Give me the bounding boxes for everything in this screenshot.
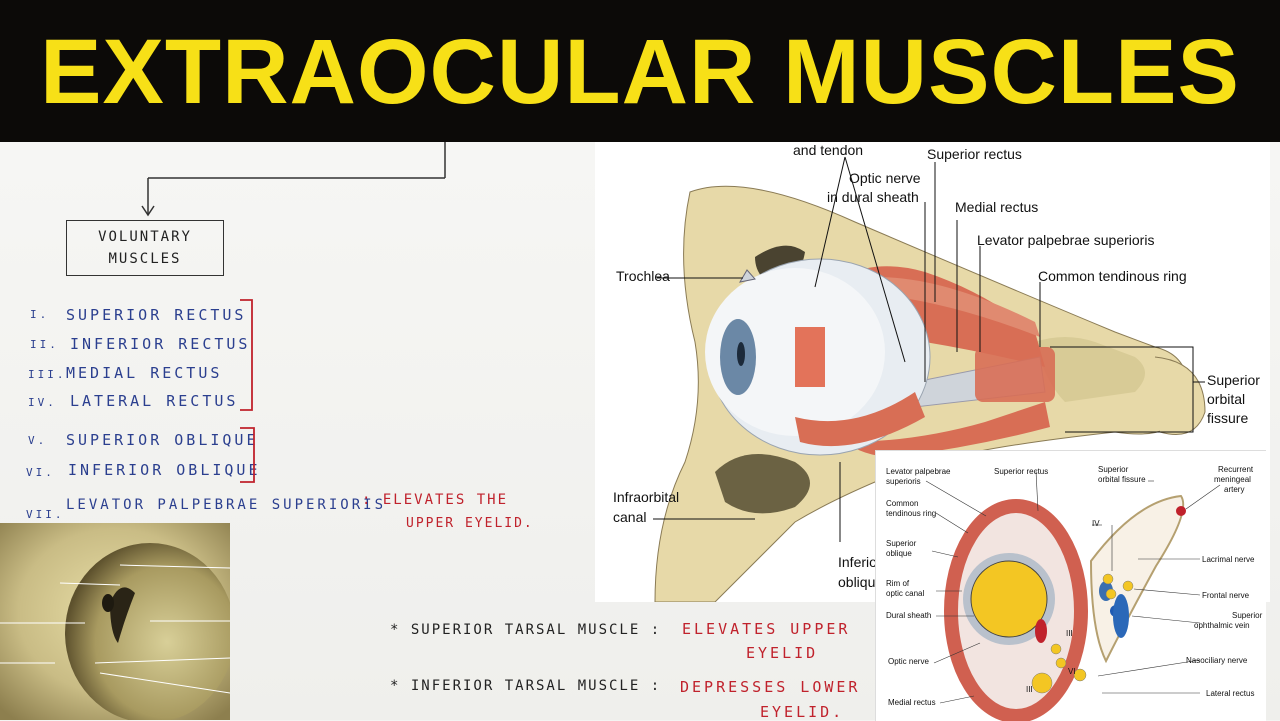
orbit-apex-illustration [925, 470, 1221, 721]
muscle-inferior-oblique: INFERIOR OBLIQUE [68, 461, 261, 479]
muscle-levator-palpebrae: LEVATOR PALPEBRAE SUPERIORIS [66, 497, 387, 513]
inset-label-sup-fissure-line2: orbital fissure [1098, 475, 1146, 484]
superior-tarsal-action-line2: EYELID [746, 644, 819, 662]
inset-label-medial: Medial rectus [888, 698, 936, 707]
box-label-line1: VOLUNTARY [98, 229, 192, 245]
inset-label-superior-oblique-line1: Superior [886, 539, 917, 548]
tree-connector [141, 142, 446, 217]
inset-label-common-line1: Common [886, 499, 919, 508]
inset-label-iii-lower: III [1026, 685, 1033, 694]
label-superior-orbital-line1: Superior [1207, 372, 1260, 388]
list-number: III. [28, 368, 67, 381]
inset-label-dural: Dural sheath [886, 611, 932, 620]
inset-label-frontal: Frontal nerve [1202, 591, 1250, 600]
inset-label-recurrent-line1: Recurrent [1218, 465, 1254, 474]
inset-label-superior-oblique-line2: oblique [886, 549, 912, 558]
muscle-superior-oblique: SUPERIOR OBLIQUE [66, 431, 259, 449]
label-optic-nerve-line1: Optic nerve [849, 170, 921, 186]
page-title: EXTRAOCULAR MUSCLES [40, 21, 1240, 123]
list-number: I. [30, 308, 50, 321]
inferior-tarsal-label: * INFERIOR TARSAL MUSCLE : [390, 678, 662, 694]
inset-label-common-line2: tendinous ring [886, 509, 937, 518]
muscle-lateral-rectus: LATERAL RECTUS [70, 392, 239, 410]
orbit-photo-image [0, 523, 230, 720]
orbit-photo [0, 523, 230, 720]
inset-label-superior-rectus: Superior rectus [994, 467, 1049, 476]
label-superior-orbital-line3: fissure [1207, 410, 1249, 426]
muscle-inferior-rectus: INFERIOR RECTUS [70, 335, 251, 353]
orbit-lateral-illustration [653, 156, 1206, 602]
inferior-tarsal-action-line2: EYELID. [760, 703, 845, 721]
superior-tarsal-action-line1: ELEVATES UPPER [682, 620, 851, 638]
inferior-tarsal-action-line1: DEPRESSES LOWER [680, 678, 861, 696]
inset-label-lacrimal: Lacrimal nerve [1202, 555, 1255, 564]
label-superior-orbital-line2: orbital [1207, 391, 1246, 407]
title-bar: EXTRAOCULAR MUSCLES [0, 0, 1280, 142]
box-label-line2: MUSCLES [108, 251, 182, 267]
levator-action-line2: UPPER EYELID. [406, 516, 534, 531]
label-inferior-oblique-line2: obliqu [838, 574, 876, 590]
label-levator: Levator palpebrae superioris [977, 232, 1155, 248]
label-infraorbital-line1: Infraorbital [613, 489, 680, 505]
inset-label-levator-line2: superioris [886, 477, 921, 486]
levator-action-line1: : ELEVATES THE [362, 492, 509, 508]
superior-tarsal-label: * SUPERIOR TARSAL MUSCLE : [390, 622, 662, 638]
list-number: IV. [28, 396, 57, 409]
inset-label-iv: IV [1092, 519, 1100, 528]
inset-label-rim-line1: Rim of [886, 579, 910, 588]
inset-label-sup-fissure-line1: Superior [1098, 465, 1129, 474]
inset-label-sup-oph-line2: ophthalmic vein [1194, 621, 1250, 630]
label-optic-nerve-line2: in dural sheath [827, 189, 919, 205]
inset-label-optic: Optic nerve [888, 657, 929, 666]
group-brackets [240, 299, 255, 483]
label-inferior-oblique-line1: Inferio [838, 554, 877, 570]
inset-label-recurrent-line3: artery [1224, 485, 1245, 494]
inset-label-lateral: Lateral rectus [1206, 689, 1255, 698]
orbit-apex-diagram: Levator palpebrae superioris Superior re… [875, 450, 1266, 721]
inset-label-nasociliary: Nasociliary nerve [1186, 656, 1248, 665]
muscle-medial-rectus: MEDIAL RECTUS [66, 364, 223, 382]
inset-label-rim-line2: optic canal [886, 589, 925, 598]
label-and-tendon: and tendon [793, 142, 864, 158]
inset-label-levator-line1: Levator palpebrae [886, 467, 951, 476]
inset-label-iii-upper: III [1066, 629, 1073, 638]
label-superior-rectus: Superior rectus [927, 146, 1022, 162]
list-number: V. [28, 434, 48, 447]
list-number: VII. [26, 508, 65, 521]
inset-label-sup-oph-line1: Superior [1232, 611, 1263, 620]
muscle-superior-rectus: SUPERIOR RECTUS [66, 306, 247, 324]
list-number: II. [30, 338, 59, 351]
label-trochlea: Trochlea [616, 268, 670, 284]
label-medial-rectus: Medial rectus [955, 199, 1039, 215]
inset-label-vi: VI [1068, 667, 1076, 676]
label-infraorbital-line2: canal [613, 509, 647, 525]
inset-label-recurrent-line2: meningeal [1214, 475, 1251, 484]
list-number: VI. [26, 466, 55, 479]
label-common-ring: Common tendinous ring [1038, 268, 1187, 284]
voluntary-muscles-box: VOLUNTARY MUSCLES [66, 220, 224, 276]
